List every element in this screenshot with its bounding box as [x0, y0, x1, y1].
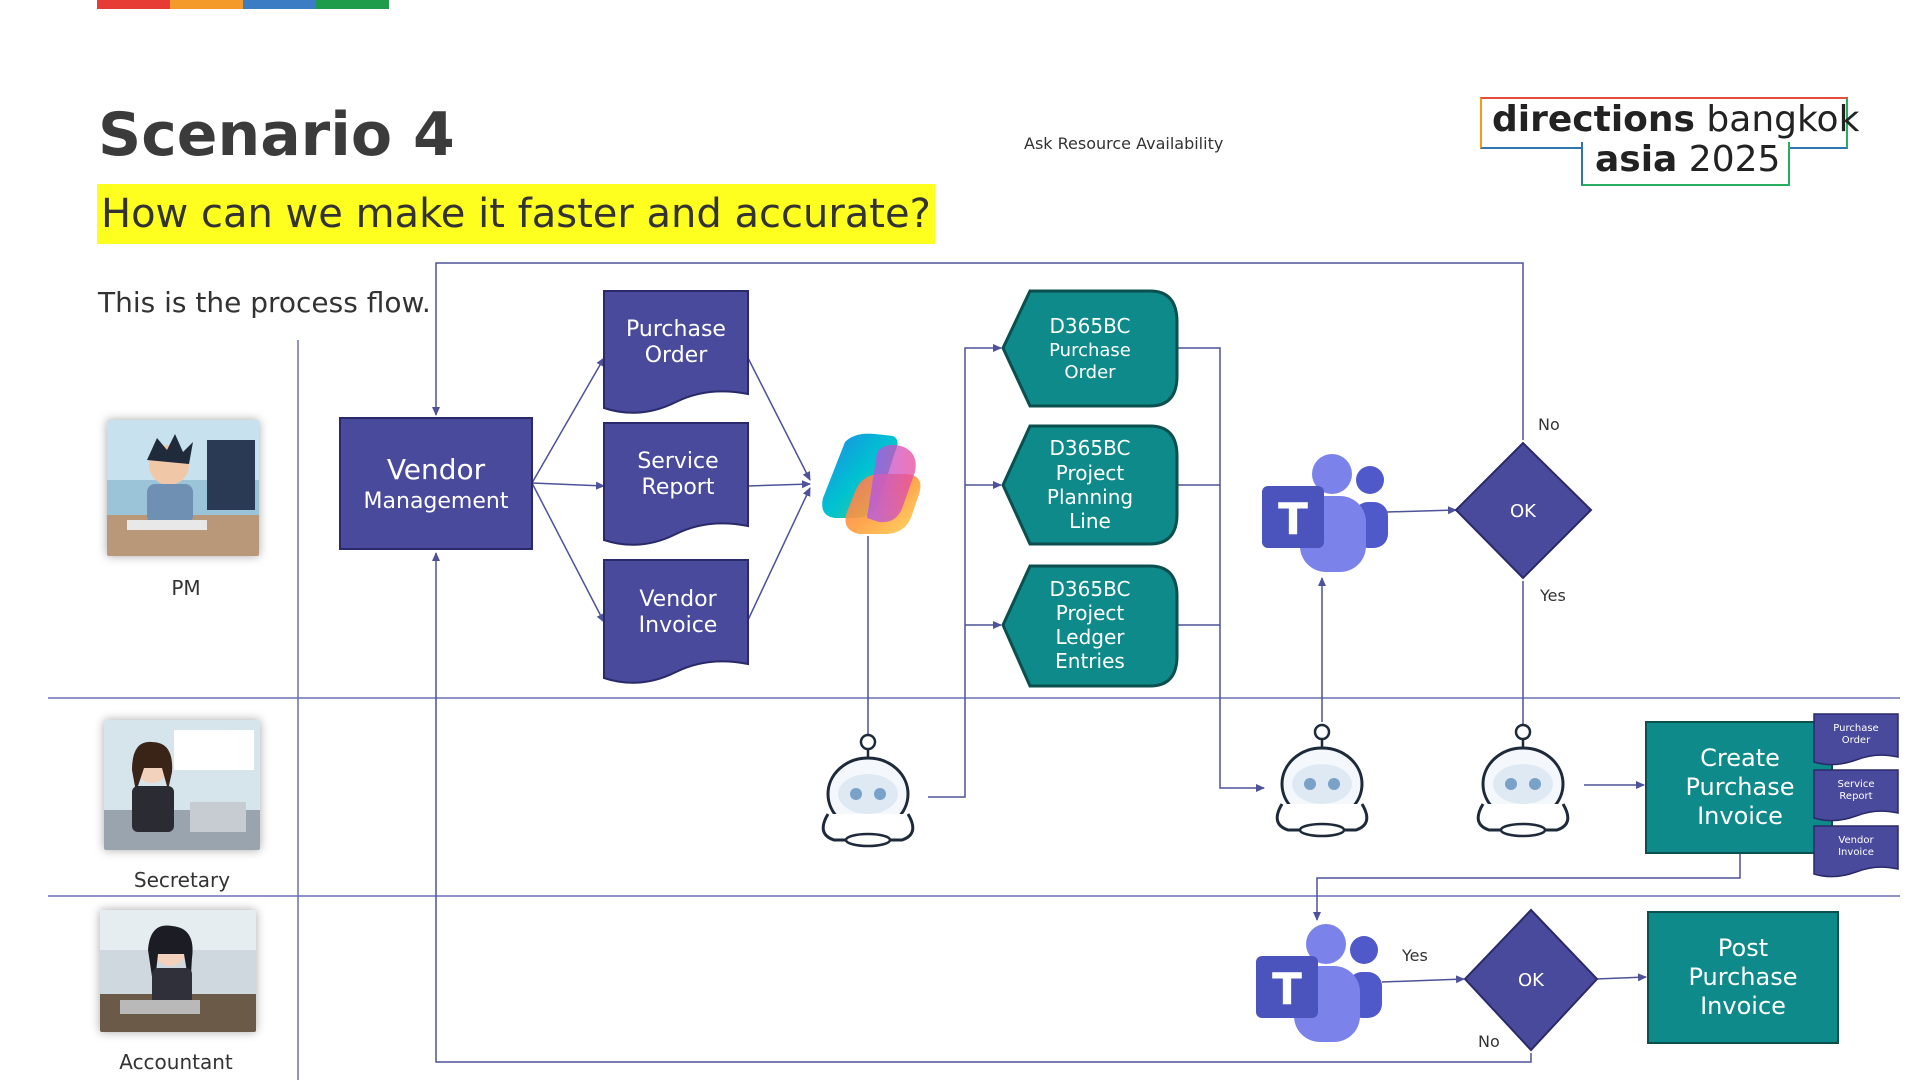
- bot-icon-3: [1476, 723, 1570, 838]
- create-pi-line3: Invoice: [1697, 802, 1783, 830]
- accountant-photo: [100, 910, 256, 1032]
- d365-ple-line2: Project: [1056, 601, 1125, 625]
- create-pi-line1: Create: [1700, 744, 1780, 772]
- create-pi-line2: Purchase: [1686, 773, 1795, 801]
- post-pi-line1: Post: [1718, 934, 1768, 962]
- mini-sr-line2: Report: [1839, 791, 1872, 802]
- vendor-management-node: Vendor Management: [339, 417, 533, 550]
- mini-po-line1: Purchase: [1833, 723, 1878, 734]
- svg-text:T: T: [1278, 494, 1308, 545]
- ok-decision-top: OK: [1454, 441, 1593, 580]
- post-purchase-invoice-node: Post Purchase Invoice: [1647, 911, 1839, 1044]
- d365-ple-line4: Entries: [1055, 649, 1125, 673]
- d365-ple-line3: Ledger: [1055, 625, 1125, 649]
- ok-decision-bottom: OK: [1463, 908, 1599, 1052]
- purchase-order-doc-line2: Order: [645, 343, 708, 368]
- d365-purchase-order-node: D365BC Purchase Order: [1001, 289, 1179, 408]
- brand-bar-blue: [243, 0, 316, 9]
- d365-project-ledger-entries-node: D365BC Project Ledger Entries: [1001, 564, 1179, 688]
- brand-color-bar: [97, 0, 389, 9]
- ok-top-label: OK: [1510, 501, 1537, 522]
- conference-logo: directions bangkok asia 2025: [1480, 97, 1859, 187]
- copilot-icon: [822, 433, 921, 534]
- vendor-invoice-doc-line2: Invoice: [639, 613, 718, 638]
- d365-ppl-line2: Project: [1056, 461, 1125, 485]
- post-pi-line2: Purchase: [1689, 963, 1798, 991]
- service-report-doc-line1: Service: [637, 449, 718, 474]
- d365-ppl-line4: Line: [1069, 509, 1111, 533]
- vendor-mgmt-line2: Management: [364, 489, 509, 514]
- mini-po-line2: Order: [1842, 735, 1871, 746]
- role-label-pm: PM: [171, 576, 201, 600]
- logo-line1: directions bangkok: [1492, 99, 1860, 140]
- secretary-photo: [104, 720, 260, 850]
- bot-icon: [821, 733, 915, 848]
- brand-bar-orange: [170, 0, 243, 9]
- mini-vendor-invoice-doc: Vendor Invoice: [1813, 825, 1899, 878]
- create-purchase-invoice-node: Create Purchase Invoice: [1645, 721, 1833, 854]
- mini-vi-line1: Vendor: [1838, 835, 1874, 846]
- ok-top-yes-label: Yes: [1539, 586, 1566, 605]
- teams-icon: T: [1262, 454, 1388, 572]
- intro-text: This is the process flow.: [98, 286, 431, 319]
- vendor-invoice-doc-line1: Vendor: [639, 587, 717, 612]
- mini-vi-line2: Invoice: [1838, 847, 1874, 858]
- ok-top-no-label: No: [1538, 415, 1560, 434]
- vendor-invoice-doc: Vendor Invoice: [603, 559, 749, 684]
- post-pi-line3: Invoice: [1700, 992, 1786, 1020]
- vendor-mgmt-line1: Vendor: [387, 453, 486, 486]
- logo-line2: asia 2025: [1595, 139, 1781, 180]
- svg-text:T: T: [1272, 964, 1302, 1015]
- logo-frame-bottom: [1581, 142, 1790, 186]
- d365-ple-line1: D365BC: [1050, 577, 1131, 601]
- role-label-secretary: Secretary: [133, 868, 231, 892]
- d365-po-line3: Order: [1064, 362, 1116, 383]
- service-report-doc-line2: Report: [642, 475, 715, 500]
- brand-bar-green: [316, 0, 389, 9]
- purchase-order-doc-line1: Purchase: [626, 317, 726, 342]
- teams-icon-bottom: T: [1256, 924, 1382, 1042]
- d365-po-line1: D365BC: [1050, 314, 1131, 338]
- d365-project-planning-line-node: D365BC Project Planning Line: [1001, 424, 1179, 546]
- d365-ppl-line3: Planning: [1047, 485, 1133, 509]
- purchase-order-doc: Purchase Order: [603, 290, 749, 414]
- service-report-doc: Service Report: [603, 422, 749, 546]
- d365-po-line2: Purchase: [1049, 340, 1131, 361]
- role-label-accountant: Accountant: [119, 1050, 233, 1074]
- pm-photo: [107, 420, 259, 556]
- slide-subtitle: How can we make it faster and accurate?: [97, 184, 935, 244]
- d365-ppl-line1: D365BC: [1050, 436, 1131, 460]
- ok-bottom-label: OK: [1518, 970, 1545, 991]
- ok-bottom-no-label: No: [1478, 1032, 1500, 1051]
- mini-purchase-order-doc: Purchase Order: [1813, 713, 1899, 766]
- ok-bottom-yes-label: Yes: [1401, 946, 1428, 965]
- bot-icon-2: [1275, 723, 1369, 838]
- mini-service-report-doc: Service Report: [1813, 769, 1899, 822]
- slide-title: Scenario 4: [98, 100, 455, 170]
- mini-sr-line1: Service: [1838, 779, 1875, 790]
- ask-resource-label: Ask Resource Availability: [1024, 134, 1224, 153]
- connectors: [432, 262, 1741, 1063]
- brand-bar-red: [97, 0, 170, 9]
